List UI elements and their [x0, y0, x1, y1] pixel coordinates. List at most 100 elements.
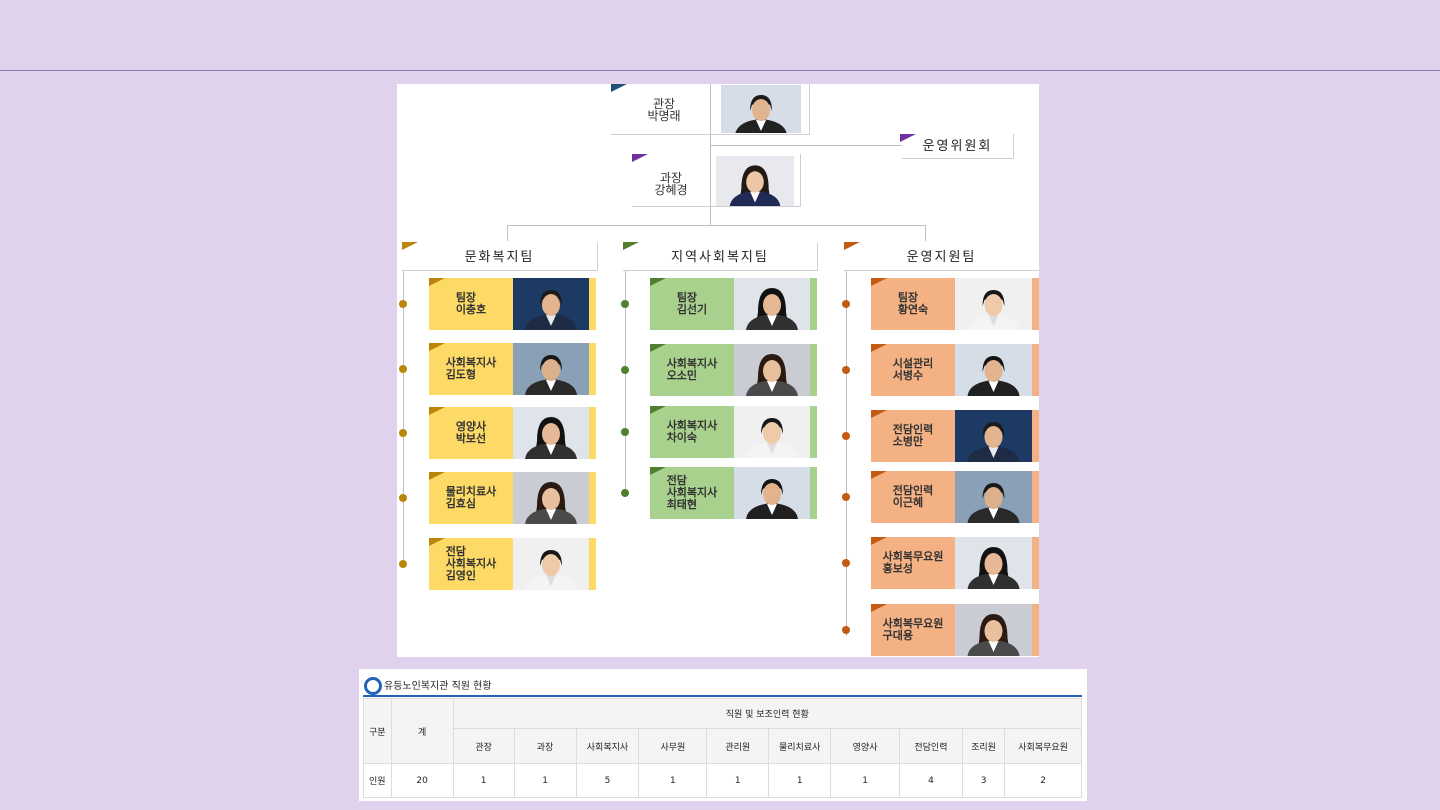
member-card: 사회복지사 차이숙: [650, 406, 817, 458]
manager-title: 과장: [659, 171, 683, 185]
connector-dot: [621, 300, 629, 308]
member-role-name: 전담인력 소병만: [892, 423, 934, 448]
member-card: 영양사 박보선: [429, 407, 596, 459]
member-card: 사회복지사 김도형: [429, 343, 596, 395]
connector-team-2-vertical: [625, 270, 626, 494]
connector-trunk: [710, 84, 711, 225]
member-photo: [955, 537, 1032, 589]
member-card: 전담인력 소병만: [871, 410, 1039, 462]
connector-team-3: [925, 225, 926, 241]
connector-dot: [842, 432, 850, 440]
connector-dot: [842, 559, 850, 567]
member-card: 사회복무요원 구대용: [871, 604, 1039, 656]
member-flag: [429, 343, 445, 351]
member-flag: [650, 467, 666, 475]
manager-name: 강혜경: [654, 183, 688, 197]
member-flag: [429, 472, 445, 480]
member-card: 팀장 황연숙: [871, 278, 1039, 330]
manager-flag: [632, 154, 648, 162]
member-photo: [513, 538, 589, 590]
column-header: 사회복무요원: [1004, 728, 1082, 764]
connector-dot: [399, 494, 407, 502]
staff-table-title: 유등노인복지관 직원 현황: [384, 681, 492, 692]
col-group-header: 구분: [363, 698, 392, 764]
member-role-name: 영양사 박보선: [455, 420, 487, 445]
member-photo: [734, 344, 810, 396]
member-flag: [429, 538, 445, 546]
total-cell: 20: [390, 763, 454, 798]
member-strip: [1032, 278, 1039, 330]
team-flag-culture: [402, 242, 418, 250]
value-cell: 4: [898, 763, 963, 798]
connector-dot: [621, 366, 629, 374]
member-strip: [810, 278, 817, 330]
connector-dot: [399, 429, 407, 437]
value-cell: 3: [961, 763, 1006, 798]
member-role-name: 전담 사회복지사 김영인: [445, 545, 497, 582]
column-header: 전담인력: [898, 728, 963, 764]
member-strip: [810, 406, 817, 458]
committee-box: 운영위원회: [902, 134, 1014, 159]
member-strip: [589, 407, 596, 459]
member-role-name: 물리치료사 김효심: [445, 485, 497, 510]
member-strip: [589, 472, 596, 524]
column-header: 과장: [513, 728, 577, 764]
connector-dot: [842, 300, 850, 308]
member-flag: [650, 344, 666, 352]
member-strip: [810, 467, 817, 519]
member-card: 전담인력 이근혜: [871, 471, 1039, 523]
member-flag: [871, 278, 887, 286]
member-photo: [955, 410, 1032, 462]
org-chart: 관장 박명래 과장 강혜경 운영위원회 문화복지팀 지역사회복지팀 운영지원팀 …: [397, 84, 1039, 657]
member-card: 팀장 이충호: [429, 278, 596, 330]
column-header: 물리치료사: [768, 728, 832, 764]
member-role-name: 전담인력 이근혜: [892, 484, 934, 509]
member-photo: [734, 278, 810, 330]
member-photo: [734, 467, 810, 519]
value-cell: 1: [638, 763, 708, 798]
header-divider: [0, 70, 1440, 71]
member-photo: [513, 472, 589, 524]
member-card: 물리치료사 김효심: [429, 472, 596, 524]
member-photo: [513, 343, 589, 395]
director-flag: [611, 84, 627, 92]
column-header: 영양사: [830, 728, 900, 764]
connector-dot: [621, 489, 629, 497]
column-header: 사무원: [638, 728, 708, 764]
member-photo: [513, 407, 589, 459]
member-role-name: 전담 사회복지사 최태현: [666, 474, 718, 511]
member-strip: [1032, 410, 1039, 462]
value-cell: 1: [768, 763, 832, 798]
manager-photo: [716, 156, 794, 206]
member-role-name: 시설관리 서병수: [892, 357, 934, 382]
member-role-name: 사회복무요원 홍보성: [882, 550, 944, 575]
member-flag: [650, 406, 666, 414]
member-photo: [955, 344, 1032, 396]
member-card: 사회복지사 오소민: [650, 344, 817, 396]
member-role-name: 사회복지사 차이숙: [666, 419, 718, 444]
col-total-header: 계: [390, 698, 454, 764]
member-role-name: 팀장 이충호: [455, 291, 487, 316]
director-photo: [721, 85, 801, 133]
member-photo: [955, 471, 1032, 523]
member-flag: [429, 407, 445, 415]
team-header-operations: 운영지원팀: [844, 243, 1039, 271]
manager-box: [632, 154, 801, 207]
member-flag: [871, 344, 887, 352]
member-flag: [871, 410, 887, 418]
connector-dot: [842, 626, 850, 634]
connector-dot: [842, 366, 850, 374]
connector-teams: [507, 225, 926, 226]
committee-flag: [900, 134, 916, 142]
connector-dot: [399, 365, 407, 373]
member-strip: [810, 344, 817, 396]
member-flag: [871, 537, 887, 545]
column-header: 관장: [452, 728, 515, 764]
member-role-name: 사회복지사 오소민: [666, 357, 718, 382]
member-flag: [429, 278, 445, 286]
connector-team-1-vertical: [403, 270, 404, 566]
member-card: 시설관리 서병수: [871, 344, 1039, 396]
column-header: 관리원: [706, 728, 770, 764]
